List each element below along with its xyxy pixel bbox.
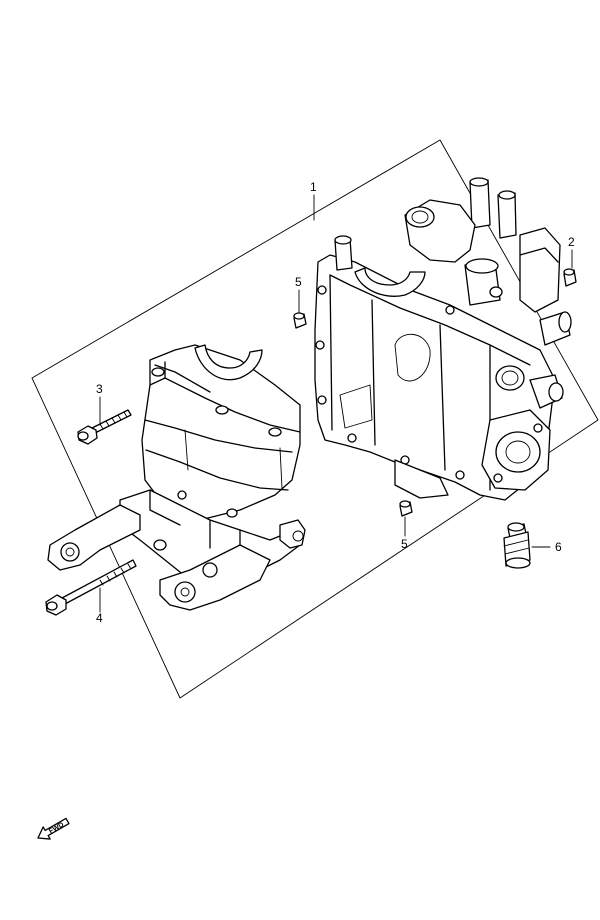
callout-part-5-upper: 5 <box>295 275 302 289</box>
fwd-label: FWD <box>48 821 65 835</box>
bolt-short-drawing <box>77 409 132 445</box>
bolt-long-drawing <box>45 559 137 616</box>
callout-part-3: 3 <box>96 382 103 396</box>
callout-part-6: 6 <box>555 540 562 554</box>
cylinder-block-drawing <box>47 344 306 611</box>
callout-part-1: 1 <box>310 180 317 194</box>
callout-part-2: 2 <box>568 235 575 249</box>
callout-part-5-lower: 5 <box>401 537 408 551</box>
assembly-boundary <box>31 139 599 699</box>
fitting-drawing <box>503 522 531 569</box>
dowel-pin-upper-drawing <box>293 312 307 329</box>
crankcase-drawing <box>314 177 572 501</box>
fwd-arrow-icon: FWD <box>37 817 70 840</box>
dowel-pin-lower-drawing <box>399 500 413 517</box>
callout-part-4: 4 <box>96 611 103 625</box>
pin-drawing <box>563 268 577 287</box>
